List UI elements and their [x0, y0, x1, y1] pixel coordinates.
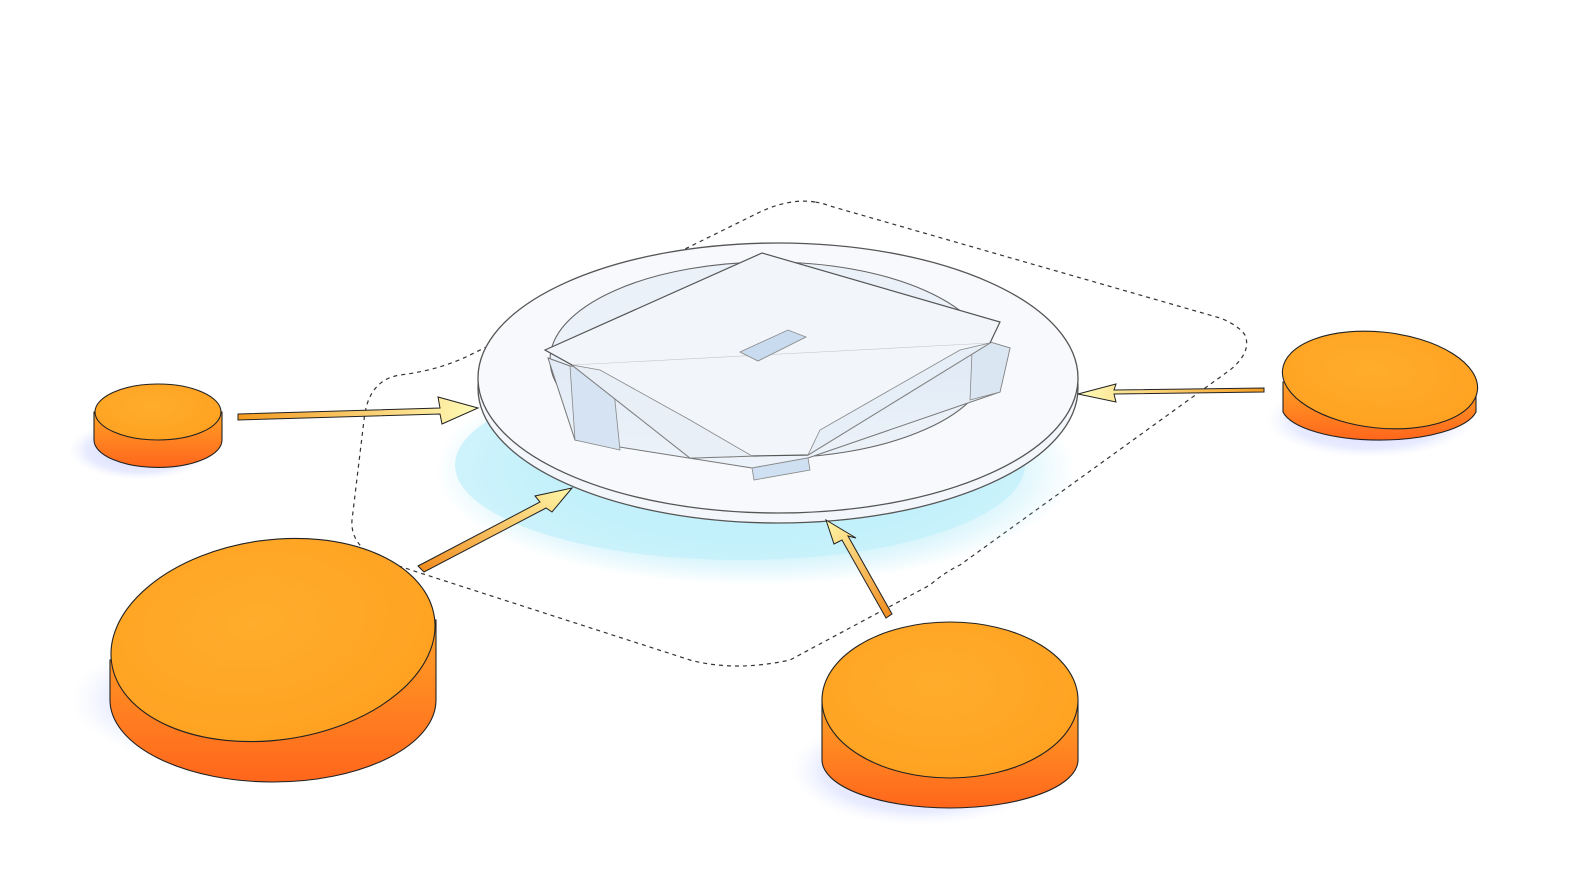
arrow-south — [825, 518, 893, 619]
satellite-disc-east — [1265, 330, 1479, 458]
skylight — [739, 329, 807, 362]
satellite-disc-southwest — [70, 537, 437, 783]
arrow-west — [237, 396, 480, 425]
satellite-disc-west — [68, 383, 223, 480]
satellite-disc-south — [790, 621, 1079, 826]
central-ring-platform — [477, 242, 1079, 524]
arrow-southwest — [417, 487, 574, 573]
dashed-site-boundary — [351, 200, 1248, 667]
arrow-east — [1077, 383, 1265, 403]
